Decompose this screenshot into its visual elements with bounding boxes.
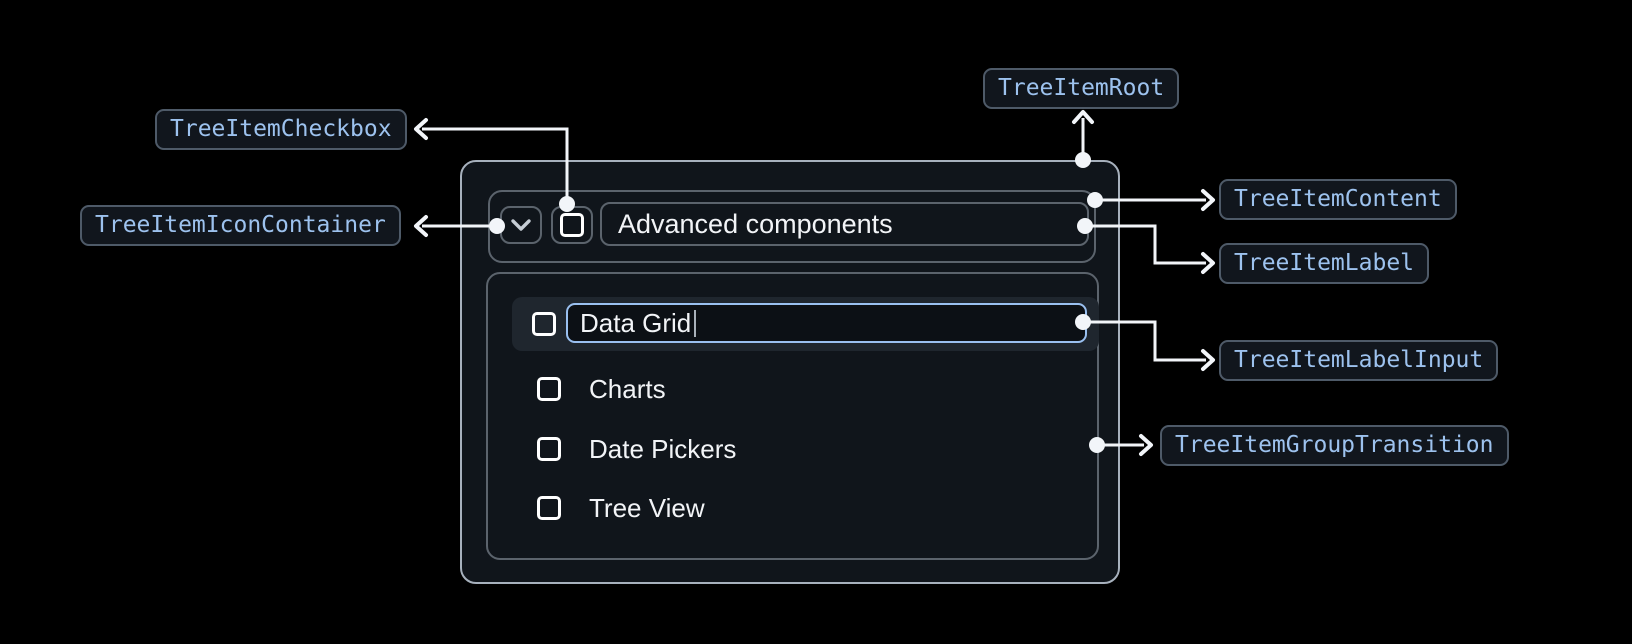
chevron-down-icon <box>511 219 531 231</box>
row-label: Date Pickers <box>589 433 737 464</box>
parent-checkbox[interactable] <box>560 213 584 237</box>
annotation-badge-label-input: TreeItemLabelInput <box>1219 340 1499 381</box>
arrow-up-icon <box>1072 110 1094 124</box>
arrow-right-icon <box>1201 189 1215 211</box>
tree-row-editing[interactable]: Data Grid <box>512 297 1099 351</box>
tree-item-content-row[interactable]: Advanced components <box>488 190 1096 263</box>
row-checkbox[interactable] <box>537 437 561 461</box>
row-checkbox[interactable] <box>532 312 556 336</box>
parent-label: Advanced components <box>618 208 893 239</box>
row-label: Charts <box>589 373 666 404</box>
row-checkbox[interactable] <box>537 496 561 520</box>
tree-row[interactable]: Charts <box>511 364 666 414</box>
arrow-right-icon <box>1139 434 1153 456</box>
row-checkbox[interactable] <box>537 377 561 401</box>
arrow-left-icon <box>414 215 428 237</box>
tree-item-root-card: Advanced components Data Grid Charts Dat… <box>460 160 1120 584</box>
annotation-badge-label: TreeItemLabel <box>1219 243 1430 284</box>
annotation-badge-group-transition: TreeItemGroupTransition <box>1160 425 1509 466</box>
arrow-right-icon <box>1201 349 1215 371</box>
arrow-left-icon <box>414 118 428 140</box>
row-label: Tree View <box>589 492 705 523</box>
annotation-badge-checkbox: TreeItemCheckbox <box>155 109 407 150</box>
tree-item-checkbox-container <box>551 206 593 244</box>
annotation-badge-root: TreeItemRoot <box>983 68 1180 109</box>
tree-row[interactable]: Tree View <box>511 483 705 533</box>
text-caret <box>694 309 697 337</box>
tree-item-label-input[interactable]: Data Grid <box>566 303 1087 343</box>
label-input-value: Data Grid <box>580 307 692 338</box>
tree-item-label-box: Advanced components <box>600 202 1089 246</box>
arrow-right-icon <box>1201 252 1215 274</box>
tree-row[interactable]: Date Pickers <box>511 424 736 474</box>
expand-collapse-button[interactable] <box>500 206 542 244</box>
annotation-badge-icon-container: TreeItemIconContainer <box>80 205 401 246</box>
tree-item-group-container: Data Grid Charts Date Pickers Tree View <box>486 272 1099 560</box>
annotation-badge-content: TreeItemContent <box>1219 179 1457 220</box>
